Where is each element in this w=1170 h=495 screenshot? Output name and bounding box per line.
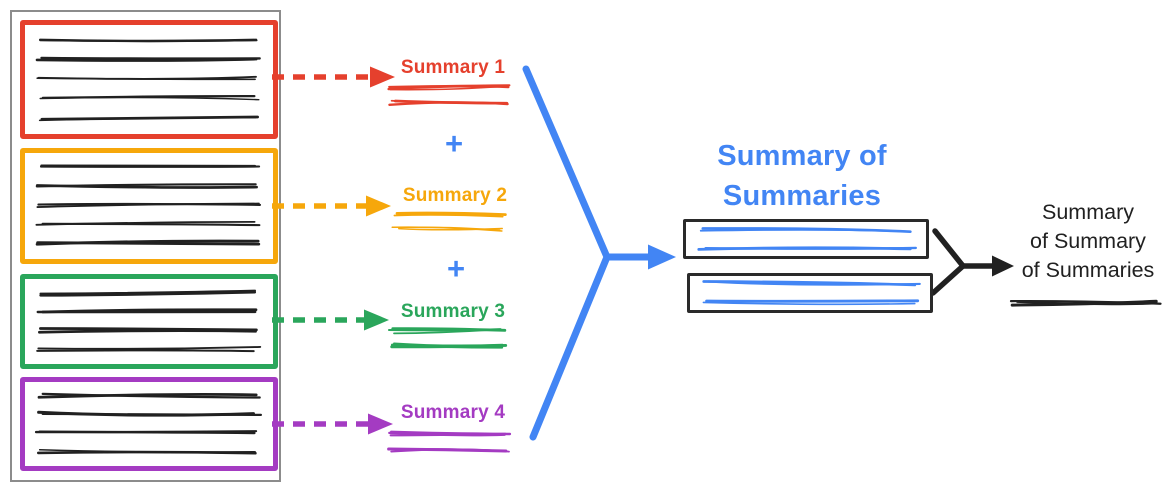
summary-2-scribble xyxy=(391,211,507,232)
summary-of-summaries-box-1 xyxy=(683,219,929,259)
summary-3-scribble xyxy=(387,327,508,349)
merge-arrow-summaries-to-summary-of-summaries xyxy=(522,65,676,441)
summary-4-label: Summary 4 xyxy=(400,402,506,423)
arrow-document-2-to-summary-2 xyxy=(272,195,391,217)
source-documents-container xyxy=(10,10,281,482)
summary-1-label: Summary 1 xyxy=(400,57,506,78)
document-2 xyxy=(20,148,278,264)
summary-of-summaries-box-2-scribble xyxy=(702,280,921,306)
summary-of-summaries-box-2 xyxy=(687,273,933,313)
arrow-document-1-to-summary-1 xyxy=(272,66,395,88)
document-4 xyxy=(20,377,278,471)
document-4-text-scribble xyxy=(34,392,262,455)
summary-3-label: Summary 3 xyxy=(400,301,506,322)
final-summary-label: Summary of Summary of Summaries xyxy=(1002,198,1170,285)
plus-operator-2: + xyxy=(446,251,466,286)
summary-4-scribble xyxy=(387,430,512,453)
document-1 xyxy=(20,20,278,139)
summary-of-summaries-title-line-2: Summaries xyxy=(722,180,882,212)
summary-2-label: Summary 2 xyxy=(402,185,508,206)
document-1-text-scribble xyxy=(35,38,261,122)
plus-operator-1: + xyxy=(444,126,464,161)
arrow-document-3-to-summary-3 xyxy=(272,309,389,331)
final-summary-scribble xyxy=(1009,299,1162,307)
document-3-text-scribble xyxy=(36,289,262,353)
document-3 xyxy=(20,274,278,369)
document-2-text-scribble xyxy=(35,164,262,246)
summary-1-scribble xyxy=(387,84,511,106)
final-summary-line-1: Summary xyxy=(1042,200,1134,224)
final-summary-line-2: of Summary xyxy=(1030,229,1146,253)
summary-of-summaries-box-1-scribble xyxy=(697,227,917,251)
summary-of-summaries-title-line-1: Summary of xyxy=(717,140,887,172)
final-summary-line-3: of Summaries xyxy=(1021,258,1155,282)
arrow-document-4-to-summary-4 xyxy=(272,413,393,435)
summary-of-summaries-title: Summary of Summaries xyxy=(668,136,936,216)
